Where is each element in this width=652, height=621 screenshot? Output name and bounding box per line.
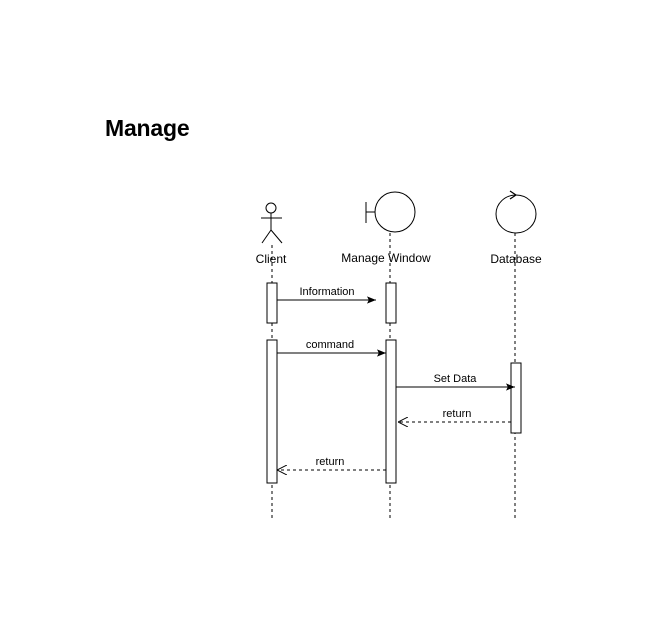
participant-label-database: Database <box>490 252 542 266</box>
page-title: Manage <box>105 115 190 141</box>
activation-database-1 <box>510 362 522 434</box>
message-label-return-database: return <box>443 408 472 420</box>
control-icon <box>495 190 537 234</box>
participant-label-window: Manage Window <box>341 251 431 265</box>
activation-window-1 <box>385 282 397 324</box>
message-label-command: command <box>306 339 354 351</box>
activation-client-2 <box>266 339 278 484</box>
message-label-set-data: Set Data <box>434 373 478 385</box>
message-label-return-window: return <box>316 456 345 468</box>
activation-client-1 <box>266 282 278 324</box>
activation-window-2 <box>385 339 397 484</box>
participant-label-client: Client <box>256 252 287 266</box>
actor-icon <box>261 202 283 244</box>
message-label-information: Information <box>299 286 354 298</box>
boundary-icon <box>365 191 416 233</box>
